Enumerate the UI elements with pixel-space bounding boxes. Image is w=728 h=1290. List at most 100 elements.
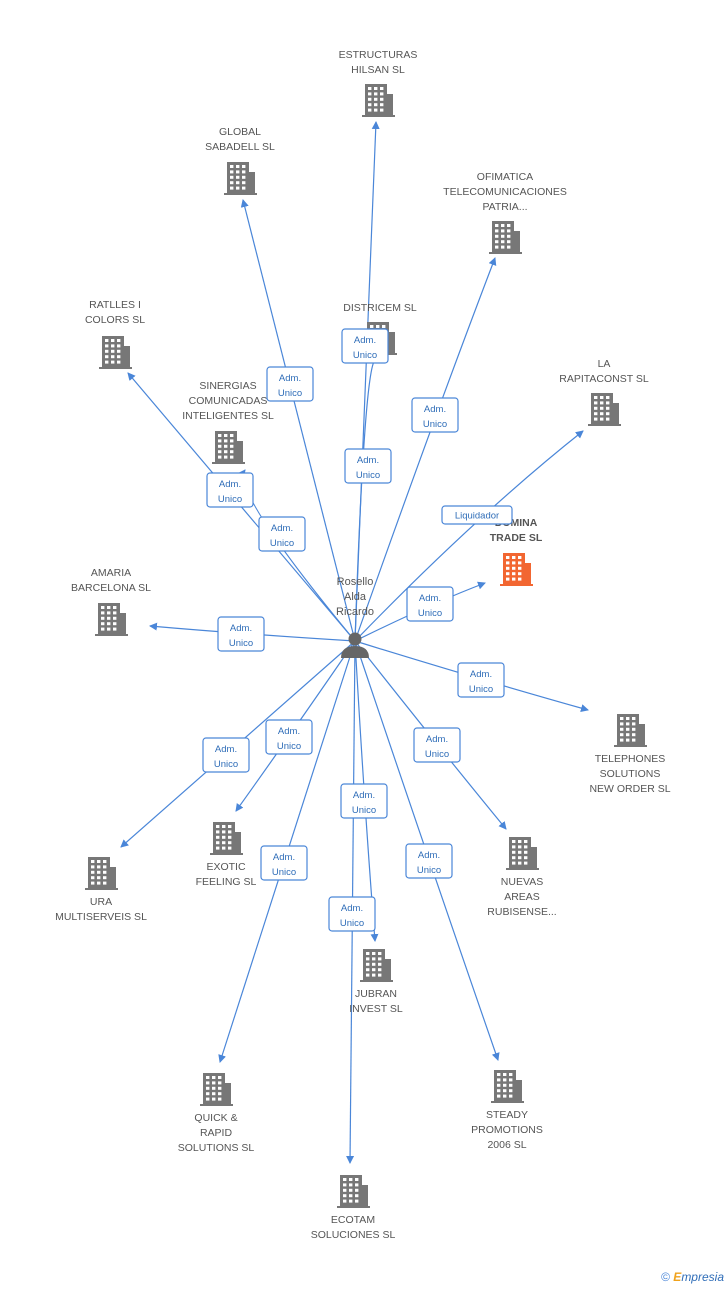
role-badge-exotic[interactable]: Adm. Unico <box>265 719 313 755</box>
role-label: Adm. <box>424 404 446 415</box>
role-label: Adm. <box>279 373 301 384</box>
company-label-amaria: AMARIA <box>91 567 131 579</box>
role-label: Adm. <box>426 734 448 745</box>
company-label-ura: MULTISERVEIS SL <box>55 911 147 923</box>
role-badge-domina[interactable]: Adm. Unico <box>406 586 454 622</box>
building-icon-domina[interactable] <box>500 553 533 586</box>
role-badge-jubran[interactable]: Adm. Unico <box>340 783 388 819</box>
role-badge-extra-1[interactable]: Adm.Unico <box>258 516 306 552</box>
role-label: Unico <box>229 638 253 649</box>
person-label: Ricardo <box>336 606 374 618</box>
building-icon-exotic[interactable] <box>210 822 243 855</box>
building-icon-ecotam[interactable] <box>337 1175 370 1208</box>
role-badge-steady[interactable]: Adm.Unico <box>405 843 453 879</box>
role-badge-extra-0[interactable]: Adm.Unico <box>344 448 392 484</box>
company-label-exotic: EXOTIC <box>206 861 246 873</box>
company-label-estructuras: ESTRUCTURAS <box>339 49 418 61</box>
role-label: Adm. <box>341 903 363 914</box>
role-badge-sinergias[interactable]: Adm. Unico <box>206 472 254 508</box>
person-label: Alda <box>344 591 367 603</box>
company-label-domina: TRADE SL <box>490 532 543 544</box>
company-label-rapitaconst: LA <box>598 358 611 370</box>
building-icon-ofimatica[interactable] <box>489 221 522 254</box>
person-label: Rosello <box>337 576 374 588</box>
edge-global <box>240 199 356 642</box>
building-icon-sinergias[interactable] <box>212 431 245 464</box>
building-icon-ratlles[interactable] <box>99 336 132 369</box>
company-label-steady: STEADY <box>486 1109 528 1121</box>
company-label-quick: QUICK & <box>194 1112 237 1124</box>
role-label: Unico <box>218 494 242 505</box>
company-label-districem: DISTRICEM SL <box>343 302 417 314</box>
building-icon-global[interactable] <box>224 162 257 195</box>
company-label-nuevas: RUBISENSE... <box>487 906 556 918</box>
company-label-global: SABADELL SL <box>205 141 275 153</box>
company-label-telephones: TELEPHONES <box>595 753 666 765</box>
person-icon[interactable] <box>341 632 369 659</box>
company-label-jubran: JUBRAN <box>355 988 397 1000</box>
role-label: Adm. <box>278 726 300 737</box>
company-label-amaria: BARCELONA SL <box>71 582 151 594</box>
role-badge-quick[interactable]: Adm. Unico <box>260 845 308 881</box>
role-badge-ecotam[interactable]: Adm. Unico <box>328 896 376 932</box>
brand-logo-text: mpresia <box>681 1270 724 1284</box>
role-label: Adm. <box>219 479 241 490</box>
role-label: Unico <box>272 867 296 878</box>
company-label-ratlles: RATLLES I <box>89 299 141 311</box>
company-label-sinergias: SINERGIAS <box>199 380 256 392</box>
role-badge-nuevas[interactable]: Adm. Unico <box>413 727 461 763</box>
building-icon-rapitaconst[interactable] <box>588 393 621 426</box>
role-badge-telephones[interactable]: Adm.Unico <box>457 662 505 698</box>
building-icon-estructuras[interactable] <box>362 84 395 117</box>
company-label-ofimatica: OFIMATICA <box>477 171 533 183</box>
brand-logo-e: E <box>673 1270 682 1284</box>
role-label: Adm. <box>273 852 295 863</box>
role-label: Adm. <box>419 593 441 604</box>
company-label-steady: 2006 SL <box>487 1139 526 1151</box>
role-label: Unico <box>425 749 449 760</box>
role-label: Unico <box>277 741 301 752</box>
company-label-ofimatica: TELECOMUNICACIONES <box>443 186 567 198</box>
company-label-exotic: FEELING SL <box>196 876 257 888</box>
building-icon-jubran[interactable] <box>360 949 393 982</box>
company-label-nuevas: AREAS <box>504 891 540 903</box>
role-label: Adm. <box>418 850 440 861</box>
company-label-ecotam: SOLUCIONES SL <box>311 1229 396 1241</box>
copyright-icon: © <box>661 1270 670 1284</box>
footer-brand: © Empresia <box>661 1270 724 1284</box>
role-badge-amaria[interactable]: Adm. Unico <box>217 616 265 652</box>
company-label-sinergias: COMUNICADAS <box>189 395 268 407</box>
building-icon-telephones[interactable] <box>614 714 647 747</box>
building-icon-quick[interactable] <box>200 1073 233 1106</box>
company-label-nuevas: NUEVAS <box>501 876 543 888</box>
role-badge-districem[interactable]: Adm.Unico <box>341 328 389 364</box>
role-badge-ofimatica[interactable]: Adm.Unico <box>411 397 459 433</box>
role-label: Liquidador <box>455 511 499 522</box>
company-label-quick: RAPID <box>200 1127 233 1139</box>
building-icon-nuevas[interactable] <box>506 837 539 870</box>
role-label: Unico <box>340 918 364 929</box>
company-label-ura: URA <box>90 896 112 908</box>
edge-rapitaconst <box>354 430 584 642</box>
role-label: Adm. <box>357 455 379 466</box>
role-badge-rapitaconst[interactable]: Liquidador <box>441 505 513 525</box>
role-badge-global[interactable]: Adm.Unico <box>266 366 314 402</box>
company-label-ecotam: ECOTAM <box>331 1214 375 1226</box>
company-label-sinergias: INTELIGENTES SL <box>182 410 274 422</box>
role-label: Unico <box>352 805 376 816</box>
role-label: Unico <box>214 759 238 770</box>
role-label: Unico <box>418 608 442 619</box>
building-icon-amaria[interactable] <box>95 603 128 636</box>
company-label-global: GLOBAL <box>219 126 261 138</box>
role-label: Adm. <box>230 623 252 634</box>
role-badge-ura[interactable]: Adm.Unico <box>202 737 250 773</box>
building-icon-steady[interactable] <box>491 1070 524 1103</box>
role-label: Adm. <box>470 669 492 680</box>
role-label: Adm. <box>271 523 293 534</box>
building-icon-ura[interactable] <box>85 857 118 890</box>
role-label: Adm. <box>354 335 376 346</box>
role-label: Adm. <box>353 790 375 801</box>
company-label-estructuras: HILSAN SL <box>351 64 405 76</box>
company-label-quick: SOLUTIONS SL <box>178 1142 255 1154</box>
